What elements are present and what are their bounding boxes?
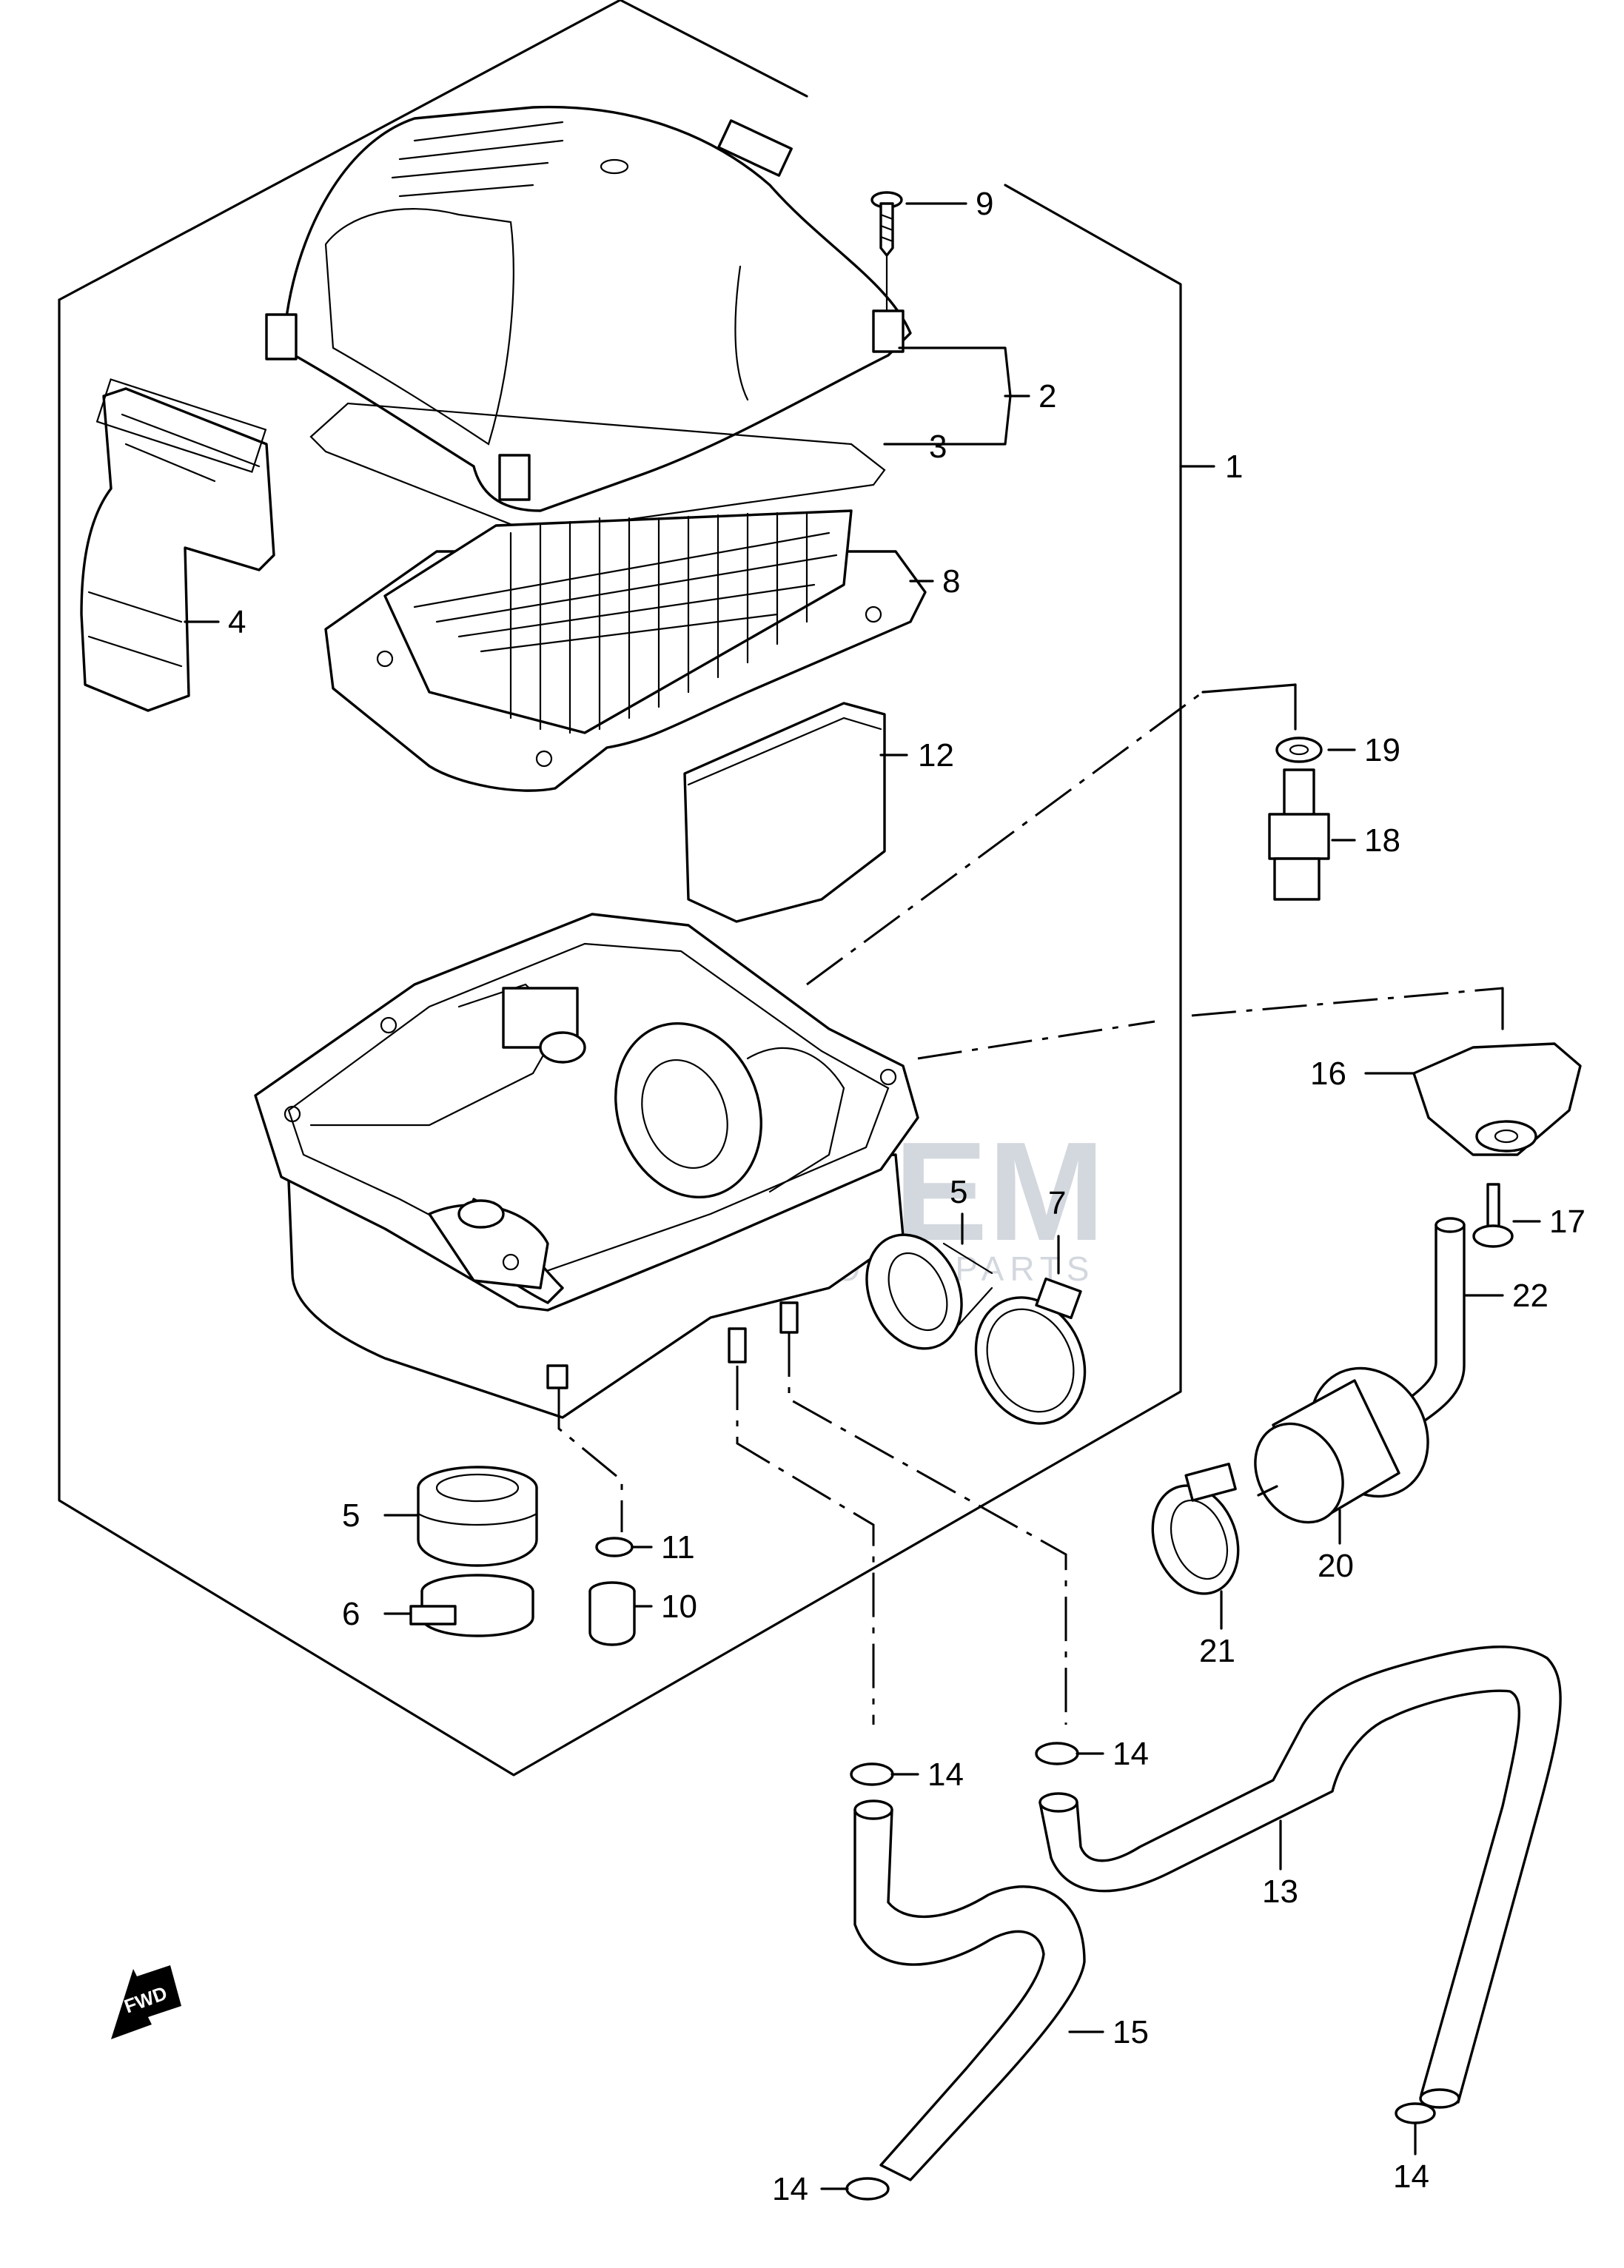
clip-14a: [850, 1762, 894, 1786]
callout-18: 18: [1364, 822, 1400, 859]
callout-14a: 14: [927, 1757, 964, 1793]
callout-2: 2: [1039, 378, 1056, 415]
hose-15: [853, 1799, 1086, 2181]
callout-14c: 14: [1393, 2158, 1429, 2195]
callout-4: 4: [228, 604, 246, 640]
clamp-21: [1151, 1463, 1240, 1595]
screw-9: [870, 191, 903, 312]
clip-11: [595, 1537, 634, 1557]
callout-17: 17: [1549, 1204, 1586, 1240]
callout-13: 13: [1262, 1873, 1298, 1910]
callout-5-lower: 5: [342, 1497, 360, 1534]
callout-22: 22: [1512, 1278, 1548, 1314]
fwd-arrow-icon: FWD: [111, 1965, 181, 2039]
boot-5-upper: [865, 1233, 993, 1350]
callout-7: 7: [1048, 1185, 1066, 1221]
filter-20: [1254, 1366, 1429, 1524]
callout-8: 8: [942, 563, 960, 600]
clamp-6: [409, 1574, 534, 1637]
washer-19: [1275, 737, 1323, 763]
callout-9: 9: [976, 186, 993, 222]
callout-14b: 14: [1113, 1736, 1149, 1772]
cap-gasket: [309, 402, 886, 534]
callout-21: 21: [1199, 1633, 1235, 1669]
clip-14b: [1035, 1742, 1079, 1765]
callout-15: 15: [1113, 2014, 1149, 2050]
callout-1: 1: [1225, 449, 1243, 485]
air-filter-element: [324, 509, 927, 792]
clip-14d: [845, 2177, 890, 2201]
callout-3: 3: [929, 429, 947, 465]
callout-14d: 14: [772, 2171, 808, 2207]
callout-19: 19: [1364, 732, 1400, 768]
callout-16: 16: [1310, 1056, 1346, 1092]
bracket-16: [1412, 1042, 1582, 1156]
callout-10: 10: [661, 1588, 697, 1625]
boot-5-lower: [417, 1466, 538, 1567]
sensor-18: [1268, 768, 1330, 901]
callout-12: 12: [918, 737, 954, 774]
screw-17: [1472, 1183, 1514, 1248]
intake-duct: [80, 378, 275, 712]
callout-11: 11: [661, 1529, 695, 1566]
callout-5-upper: 5: [950, 1174, 967, 1210]
assembly-outline: [58, 0, 1182, 1777]
foam-element: [683, 702, 886, 923]
clamp-7: [974, 1277, 1087, 1425]
air-cleaner-cap: [265, 105, 912, 512]
callout-20: 20: [1318, 1548, 1354, 1584]
cap-10: [588, 1581, 636, 1646]
callout-6: 6: [342, 1596, 360, 1632]
hose-13: [1039, 1645, 1562, 2109]
callouts: 9 2 3 1 8 4 12 19 18 16 5 7 17 22 5 6 11…: [228, 186, 1586, 2207]
air-cleaner-box: [254, 913, 919, 1419]
leader-lines: [184, 202, 1541, 2190]
